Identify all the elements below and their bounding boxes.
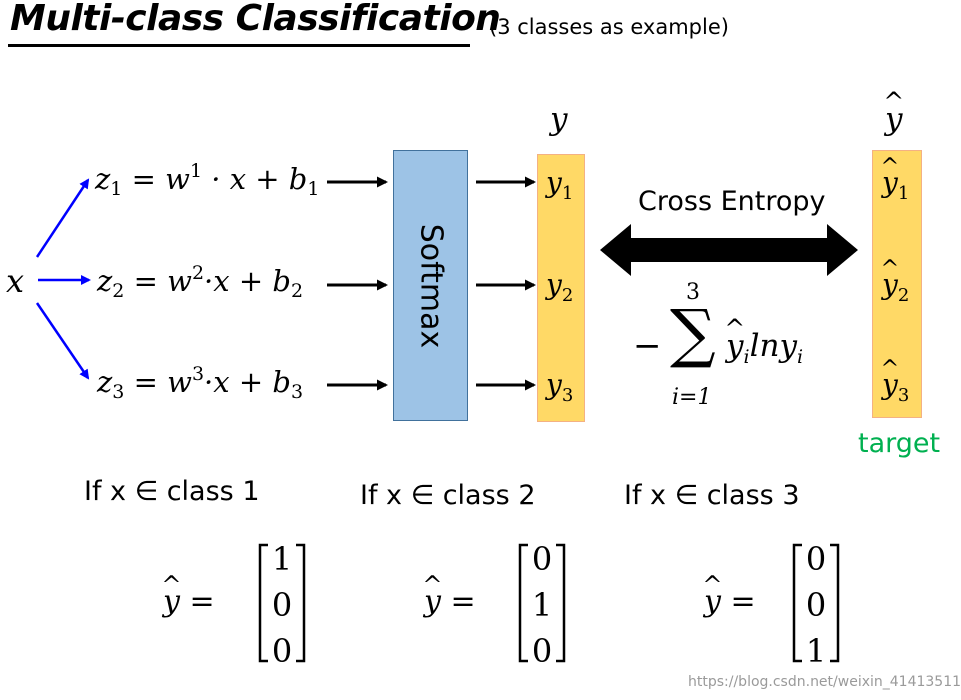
cross-entropy-label: Cross Entropy [638, 186, 826, 217]
target-y3: y3 [882, 368, 909, 406]
condition-class-1: If x ∈ class 1 [84, 476, 260, 507]
softmax-label: Softmax [413, 223, 448, 348]
sum-upper-limit: 3 [686, 280, 700, 305]
cross-entropy-double-arrow [600, 224, 858, 276]
sum-lower-limit: i=1 [672, 385, 712, 410]
equation-z2: z2 = w2·x + b2 [97, 262, 304, 302]
output-y1: y1 [546, 166, 574, 204]
softmax-block: Softmax [393, 150, 468, 421]
blue-arrow-z3 [35, 302, 90, 380]
target-label: target [858, 428, 941, 459]
vector-bracket-1 [258, 543, 306, 663]
target-y1: y1 [882, 166, 909, 204]
page-subtitle: (3 classes as example) [489, 15, 729, 39]
condition-class-3: If x ∈ class 3 [624, 480, 800, 511]
blue-arrow-z1 [35, 178, 90, 258]
condition-class-2: If x ∈ class 2 [360, 480, 536, 511]
onehot-lhs-1: y = [163, 584, 215, 619]
output-column [537, 154, 585, 422]
target-header: y [885, 101, 903, 137]
watermark: https://blog.csdn.net/weixin_41413511 [688, 674, 961, 690]
page-title: Multi-class Classification [10, 0, 501, 39]
target-y2: y2 [882, 268, 909, 306]
vector-bracket-2 [518, 543, 566, 663]
sum-symbol: ∑ [670, 297, 716, 371]
input-x: x [6, 262, 25, 300]
title-underline [8, 44, 470, 47]
vector-bracket-3 [792, 543, 840, 663]
sum-term: yilnyi [726, 328, 803, 368]
output-y2: y2 [546, 268, 574, 306]
output-header: y [550, 101, 568, 137]
sum-minus: − [633, 326, 662, 366]
onehot-lhs-3: y = [704, 584, 756, 619]
equation-z3: z3 = w3·x + b3 [97, 363, 304, 403]
output-y3: y3 [546, 368, 574, 406]
equation-z1: z1 = w1 · x + b1 [95, 160, 320, 200]
onehot-lhs-2: y = [424, 584, 476, 619]
